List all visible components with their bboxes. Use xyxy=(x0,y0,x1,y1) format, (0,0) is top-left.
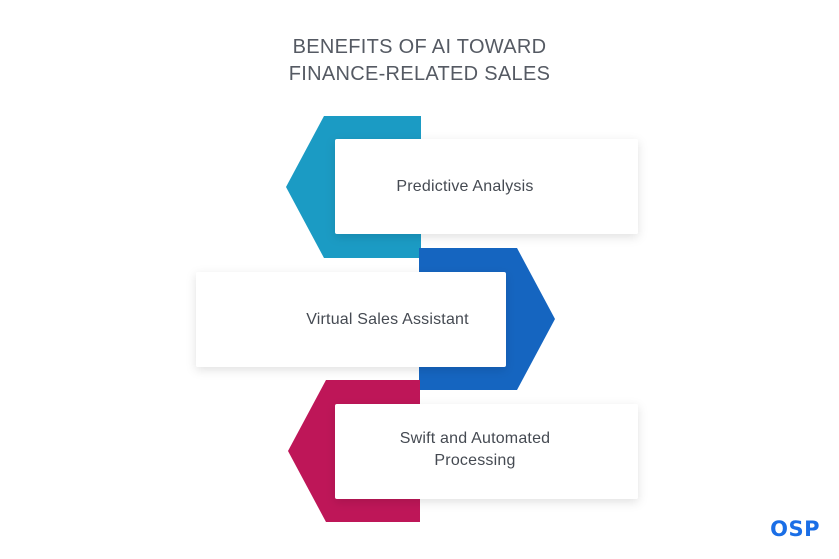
step-3-label-text: Swift and Automated Processing xyxy=(399,430,551,469)
step-3-card xyxy=(335,404,638,499)
step-2-card xyxy=(196,272,506,367)
osp-logo: OSP xyxy=(770,517,820,541)
diagram-title: BENEFITS OF AI TOWARD FINANCE-RELATED SA… xyxy=(0,34,839,88)
step-1-card xyxy=(335,139,638,234)
title-line-1: BENEFITS OF AI TOWARD xyxy=(292,36,547,58)
step-1-label: Predictive Analysis xyxy=(396,178,534,195)
step-3-label: Swift and Automated Processing xyxy=(345,425,605,475)
step-2-label: Virtual Sales Assistant xyxy=(306,311,469,328)
title-line-2: FINANCE-RELATED SALES xyxy=(288,63,551,85)
